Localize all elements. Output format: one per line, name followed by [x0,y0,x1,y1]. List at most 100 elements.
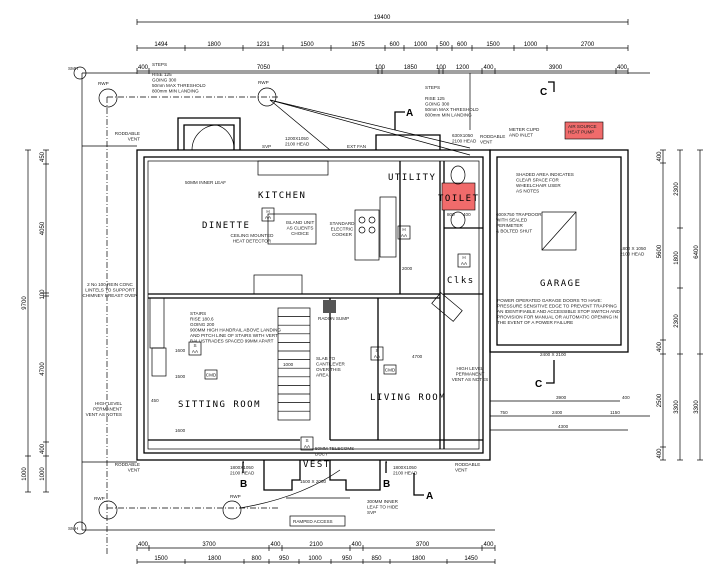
note-text: STANDARD [330,221,356,226]
heat-pump [564,121,604,140]
dimension-label: 3300 [674,400,680,414]
smh-top [73,66,87,80]
detector-type: S [305,438,308,443]
rwp-top [257,87,277,107]
note-text: GOING 200 [190,322,215,327]
dimension-label: 400 [351,542,362,548]
note-text: ISLAND UNIT [286,220,315,225]
note-text: POWER OPERATED GARAGE DOORS TO HAVE: [497,298,602,303]
dimension-label: 600 [457,42,468,48]
note-text: HIGH LEVEL [95,401,123,406]
dimension-label: 2300 [674,314,680,328]
note-text: HEAT PUMP [568,130,594,135]
section-markers: A A B B C C [240,81,555,502]
note-text: 4700 [412,354,423,359]
section-c-top: C [540,87,547,98]
staircase [277,307,311,421]
dimension-label: 1000 [524,42,538,48]
dimension-label: 400 [138,65,149,71]
dimension-label: 850 [371,556,382,562]
detector-icon [188,341,202,356]
note-text: 900MM HIGH HANDRAIL ABOVE LANDING [190,328,281,333]
note-text: RADON SUMP [318,316,349,321]
rwp-label: RWP [94,496,105,501]
note-text: SHADED AREA INDICATES [516,172,574,177]
note-text: 1800X1050 [230,465,254,470]
cmd-label: CMD [206,373,217,378]
dimension-label: 1500 [154,556,168,562]
note-text: CLEAR SPACE FOR [516,178,559,183]
note-text: VENT AS NOTES [452,377,488,382]
dimension-label: 7050 [257,65,271,71]
dimension-label: 4700 [40,362,46,376]
note-text: CANTILEVER [316,362,346,367]
dimension-label: 1500 [300,42,314,48]
cmd-label: CMD [385,368,396,373]
note-text: HIGH LEVEL [456,366,484,371]
note-text: AND PITCH LINE OF STAIRS WITH VERT [190,333,278,338]
detector-icon [370,346,384,361]
dimension-label: 600 [389,42,400,48]
note-text: COOKER [332,232,353,237]
garage-dimension: 4300 [558,424,569,429]
dimension-label: 3700 [416,542,430,548]
note-text: RISE 125 [425,96,445,101]
note-text: 400 [463,212,471,217]
note-text: CEILING MOUNTED [231,233,275,238]
note-text: METER CUPD [509,127,540,132]
note-text: RODDABLE [480,134,505,139]
note-text: 1600 [175,348,186,353]
dimension-label: 2300 [674,182,680,196]
detector-type: H [462,255,465,260]
detector-type: S [375,348,378,353]
note-text: EXT FAN [347,144,366,149]
dimension-label: 3900 [549,65,563,71]
ramped-access-label: RAMPED ACCESS [293,519,333,524]
dimension-label: 1800 [412,556,426,562]
dimension-label: 1800 [208,556,222,562]
note-text: 800 [447,212,455,217]
dimension-label: 100 [375,65,386,71]
note-text: RODDABLE [115,131,140,136]
room-sitting: SITTING ROOM [178,400,261,410]
note-text: 2100 HEAD [620,252,645,257]
note-text: SVP [367,510,376,515]
note-text: WHEELCHAIR USER [516,183,561,188]
note-text: AS NOTES [516,189,539,194]
note-text: LEAF TO HIDE [367,505,398,510]
note-text: DUCT [315,452,328,457]
garage-dimension: 3900 [556,395,567,400]
rwp-label: RWP [258,80,269,85]
dimension-label: 400 [483,542,494,548]
note-text: RISE 125 [152,72,172,77]
note-text: 1000 [283,362,294,367]
rwp-label: RWP [230,494,241,499]
dimension-label: 9700 [22,296,28,310]
dimension-label: 400 [483,65,494,71]
dimension-label: 400 [40,443,46,454]
dimension-label: 1200 [456,65,470,71]
note-text: WITH SEALED [496,218,528,223]
dimension-label: 400 [138,542,149,548]
dimension-label: 1675 [351,42,365,48]
dimension-label: 100 [40,289,46,300]
dimension-label: 1800 [674,251,680,265]
note-text: VENT [480,140,492,145]
garage-dimension: 750 [500,410,508,415]
smh-label: SMH [68,66,78,71]
room-utility: UTILITY [388,173,436,183]
kitchen-counter [257,160,329,176]
detector-icon [261,207,275,222]
note-text: 50MM INNER LEAF [185,180,226,185]
cooker-unit [354,209,380,261]
note-text: 1800 X 1050 [620,246,647,251]
dimension-label: 1450 [464,556,478,562]
dimension-label: 1231 [256,42,270,48]
room-clks: Clks [447,276,475,286]
note-text: 300MM INNER [367,499,399,504]
detector-icon [300,436,314,451]
note-text: VENT [128,468,140,473]
